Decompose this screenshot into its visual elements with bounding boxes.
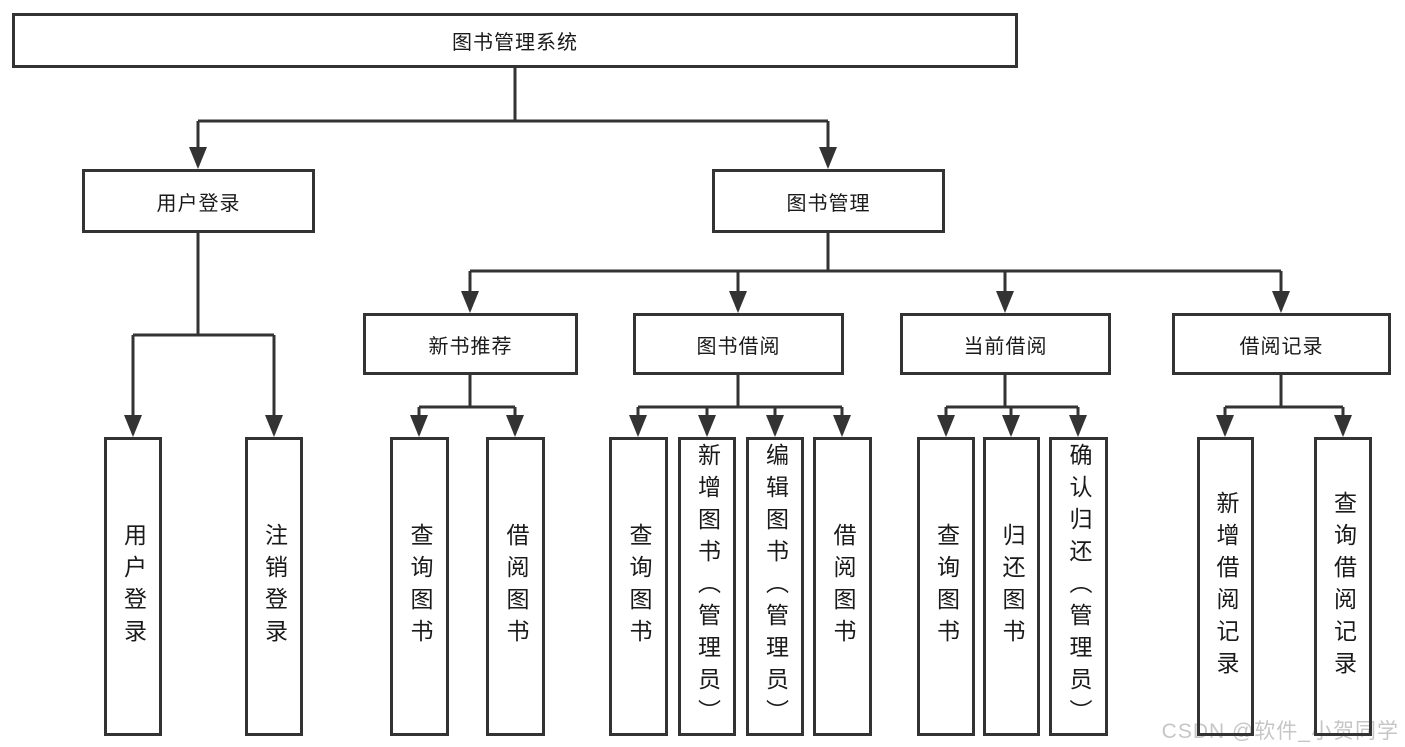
node-borrowing-records: 借阅记录 [1172, 313, 1391, 375]
leaf-borrow-add-books-admin: 新增图书（管理员） [678, 437, 736, 736]
leaf-recommend-borrow-books: 借阅图书 [486, 437, 545, 736]
node-borrowing-records-label: 借阅记录 [1239, 335, 1324, 358]
node-current-borrowing-label: 当前借阅 [963, 335, 1048, 358]
leaf-recommend-query-books: 查询图书 [390, 437, 449, 736]
node-book-management-label: 图书管理 [786, 192, 871, 215]
node-user-login: 用户登录 [82, 169, 315, 233]
leaf-recommend-borrow-books-label: 借阅图书 [503, 522, 529, 651]
node-current-borrowing: 当前借阅 [900, 313, 1111, 375]
leaf-current-query-books: 查询图书 [917, 437, 975, 736]
node-book-management: 图书管理 [712, 169, 945, 233]
leaf-user-login-label: 用户登录 [120, 522, 147, 651]
node-root: 图书管理系统 [12, 13, 1018, 68]
leaf-records-query-record: 查询借阅记录 [1314, 437, 1372, 736]
leaf-borrow-edit-books-admin: 编辑图书（管理员） [746, 437, 804, 736]
leaf-current-confirm-return-admin-label: 确认归还（管理员） [1066, 442, 1092, 731]
node-user-login-label: 用户登录 [156, 192, 241, 215]
node-book-borrowing-label: 图书借阅 [696, 335, 781, 358]
node-new-book-recommend-label: 新书推荐 [428, 335, 513, 358]
connector-shafts [131, 68, 1345, 434]
leaf-records-add-record-label: 新增借阅记录 [1213, 490, 1239, 683]
leaf-borrow-borrow-books-label: 借阅图书 [830, 522, 856, 651]
leaf-logout-login-label: 注销登录 [261, 522, 288, 651]
node-root-label: 图书管理系统 [452, 32, 578, 54]
leaf-borrow-borrow-books: 借阅图书 [813, 437, 872, 736]
leaf-borrow-add-books-admin-label: 新增图书（管理员） [694, 442, 721, 731]
leaf-current-query-books-label: 查询图书 [933, 522, 960, 651]
leaf-recommend-query-books-label: 查询图书 [407, 522, 433, 651]
leaf-borrow-query-books-label: 查询图书 [626, 522, 652, 651]
leaf-user-login: 用户登录 [104, 437, 162, 736]
connector-arrowheads [124, 147, 1352, 437]
node-new-book-recommend: 新书推荐 [363, 313, 578, 375]
leaf-borrow-query-books: 查询图书 [609, 437, 668, 736]
watermark: CSDN @软件_小贺同学 [1161, 720, 1399, 743]
leaf-borrow-edit-books-admin-label: 编辑图书（管理员） [762, 442, 789, 731]
leaf-records-query-record-label: 查询借阅记录 [1330, 490, 1357, 683]
leaf-current-confirm-return-admin: 确认归还（管理员） [1049, 437, 1108, 736]
leaf-current-return-books-label: 归还图书 [999, 522, 1025, 651]
node-book-borrowing: 图书借阅 [633, 313, 844, 375]
leaf-logout-login: 注销登录 [245, 437, 303, 736]
leaf-records-add-record: 新增借阅记录 [1197, 437, 1254, 736]
leaf-current-return-books: 归还图书 [983, 437, 1040, 736]
